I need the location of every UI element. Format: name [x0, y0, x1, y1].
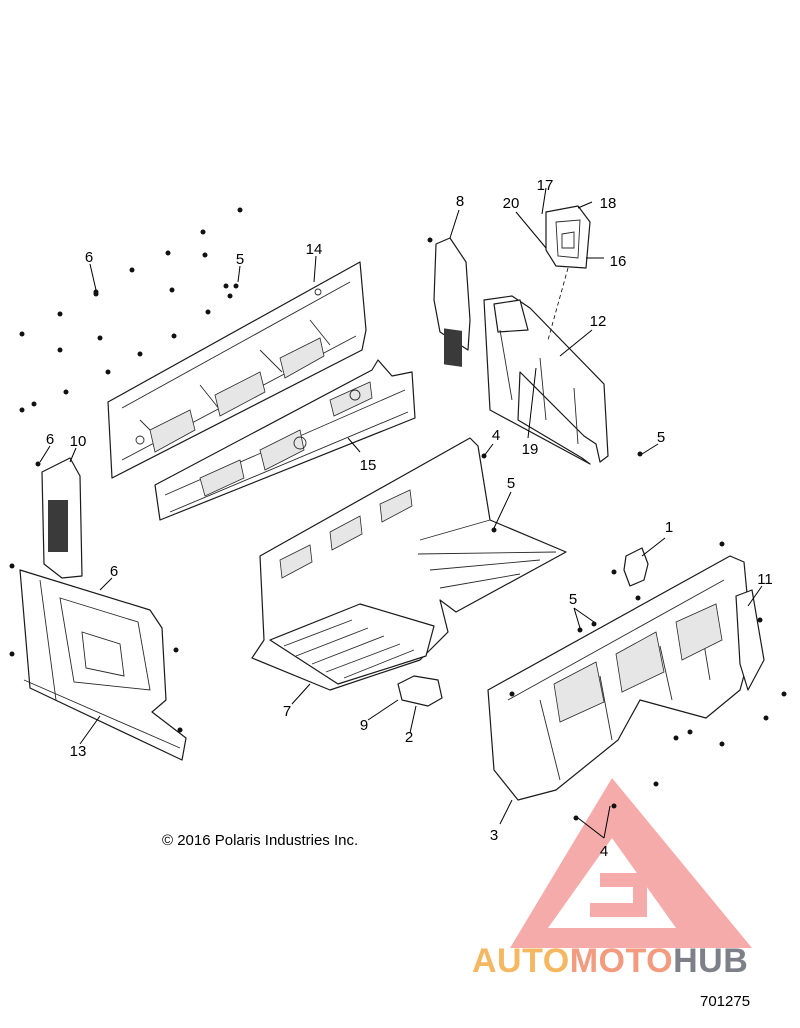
callout-6b: 6 — [46, 431, 54, 448]
part-14-rear-wall-panel — [107, 261, 367, 479]
part-3-dash-panel — [487, 555, 753, 801]
watermark-brand-text: AUTOMOTOHUB — [472, 942, 748, 981]
callout-13: 13 — [70, 743, 87, 760]
copyright-notice: © 2016 Polaris Industries Inc. — [162, 832, 359, 849]
callout-labels: 1 2 3 4 4 4 5 5 5 5 6 6 6 7 8 9 10 11 12… — [46, 177, 773, 860]
callout-10: 10 — [70, 433, 87, 450]
callout-4a: 4 — [492, 427, 500, 444]
callout-20: 20 — [503, 195, 520, 212]
callout-4b: 4 — [600, 843, 608, 860]
callout-6a: 6 — [85, 249, 93, 266]
part-1-bracket — [623, 547, 649, 587]
callout-18: 18 — [600, 195, 617, 212]
callout-7: 7 — [283, 703, 291, 720]
part-13-side-panel — [19, 569, 187, 761]
part-11-side-trim — [735, 589, 765, 691]
callout-6c: 6 — [110, 563, 118, 580]
part-9-bracket — [397, 675, 443, 707]
watermark-triangle-logo — [510, 778, 752, 948]
callout-5c: 5 — [569, 591, 577, 608]
callout-11: 11 — [757, 571, 773, 588]
part-15-lower-rear-panel — [154, 359, 416, 521]
callout-3: 3 — [490, 827, 498, 844]
part-7-floor-tub — [251, 437, 567, 691]
callout-17: 17 — [537, 177, 554, 194]
fasteners — [9, 207, 787, 821]
callout-16: 16 — [610, 253, 627, 270]
callout-5d: 5 — [657, 429, 665, 446]
callout-19: 19 — [522, 441, 539, 458]
figure-number: 701275 — [700, 993, 751, 1010]
part-10-side-trim — [41, 457, 83, 579]
callout-5a: 5 — [236, 251, 244, 268]
callout-5b: 5 — [507, 475, 515, 492]
callout-14: 14 — [306, 241, 323, 258]
watermark-auto: AUTO — [472, 942, 570, 980]
watermark-moto: MOTO — [569, 942, 674, 980]
callout-1: 1 — [665, 519, 673, 536]
callout-8: 8 — [456, 193, 464, 210]
part-8-side-trim — [433, 237, 471, 367]
leader-lines — [39, 187, 763, 839]
callout-15: 15 — [360, 457, 377, 474]
callout-2: 2 — [405, 729, 413, 746]
part-12-side-panel — [483, 295, 609, 465]
part-16-access-cover — [545, 205, 591, 341]
watermark-hub: HUB — [673, 942, 749, 980]
callout-9: 9 — [360, 717, 368, 734]
callout-12: 12 — [590, 313, 607, 330]
